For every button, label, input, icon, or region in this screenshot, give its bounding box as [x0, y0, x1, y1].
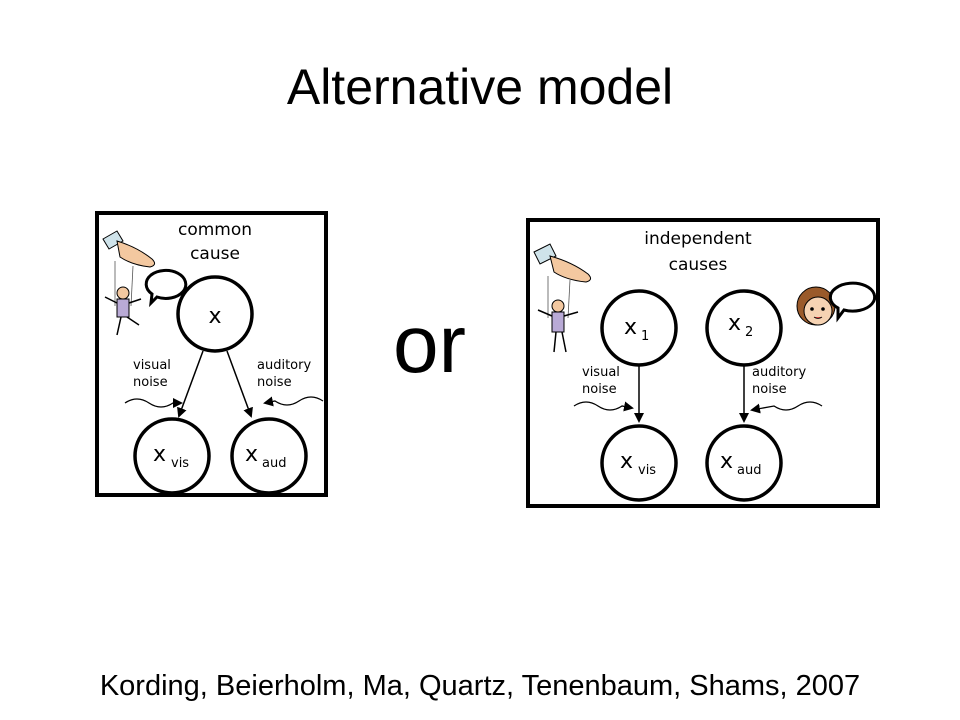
independent-visual-sub: vis	[638, 463, 656, 478]
common-visual-label: x	[153, 442, 166, 467]
panel-heading-line2: causes	[669, 255, 728, 275]
source-node-1-label: x	[624, 315, 637, 340]
independent-auditory-node	[705, 424, 783, 502]
auditory-noise-label-line1: auditory	[752, 365, 806, 380]
common-auditory-label: x	[245, 442, 258, 467]
independent-visual-node	[600, 424, 678, 502]
independent-causes-panel: independent causes x 1 x 2 visual noise …	[526, 218, 880, 508]
visual-noise-label-line1: visual	[582, 365, 620, 380]
common-auditory-node	[230, 417, 308, 495]
common-auditory-sub: aud	[262, 456, 286, 471]
independent-auditory-sub: aud	[737, 463, 761, 478]
independent-auditory-label: x	[720, 449, 733, 474]
citation: Kording, Beierholm, Ma, Quartz, Tenenbau…	[99, 670, 861, 702]
panel-heading-line1: common	[178, 220, 252, 240]
puppeteer-illustration-icon	[533, 243, 592, 353]
common-cause-panel: common cause x visual noise auditory noi…	[95, 211, 328, 497]
source-node-2-sub: 2	[745, 325, 753, 340]
auditory-noise-squiggle	[263, 396, 324, 407]
source-node-1-sub: 1	[641, 329, 649, 344]
common-source-label: x	[208, 304, 221, 329]
auditory-noise-label-line1: auditory	[257, 358, 311, 373]
panel-frame	[526, 218, 880, 508]
auditory-noise-label-line2: noise	[752, 382, 787, 397]
visual-noise-label-line2: noise	[582, 382, 617, 397]
visual-noise-squiggle	[573, 401, 634, 412]
panel-heading-line2: cause	[190, 244, 240, 264]
arrow-to-visual	[177, 350, 204, 418]
visual-noise-label-line1: visual	[133, 358, 171, 373]
or-connector: or	[393, 299, 466, 390]
common-source-node	[176, 275, 254, 353]
arrow-to-auditory	[226, 350, 253, 418]
panel-heading-line1: independent	[644, 229, 752, 249]
auditory-noise-label-line2: noise	[257, 375, 292, 390]
independent-visual-label: x	[620, 449, 633, 474]
common-visual-node	[133, 417, 211, 495]
common-visual-sub: vis	[171, 456, 189, 471]
source-node-1	[600, 289, 678, 367]
visual-noise-squiggle	[124, 398, 183, 408]
visual-noise-label-line2: noise	[133, 375, 168, 390]
slide-title: Alternative model	[286, 59, 674, 115]
source-node-2	[705, 289, 783, 367]
source-node-2-label: x	[728, 311, 741, 336]
speaker-face-illustration-icon	[796, 281, 877, 326]
auditory-noise-squiggle	[750, 401, 823, 414]
puppeteer-illustration-icon	[102, 230, 188, 336]
